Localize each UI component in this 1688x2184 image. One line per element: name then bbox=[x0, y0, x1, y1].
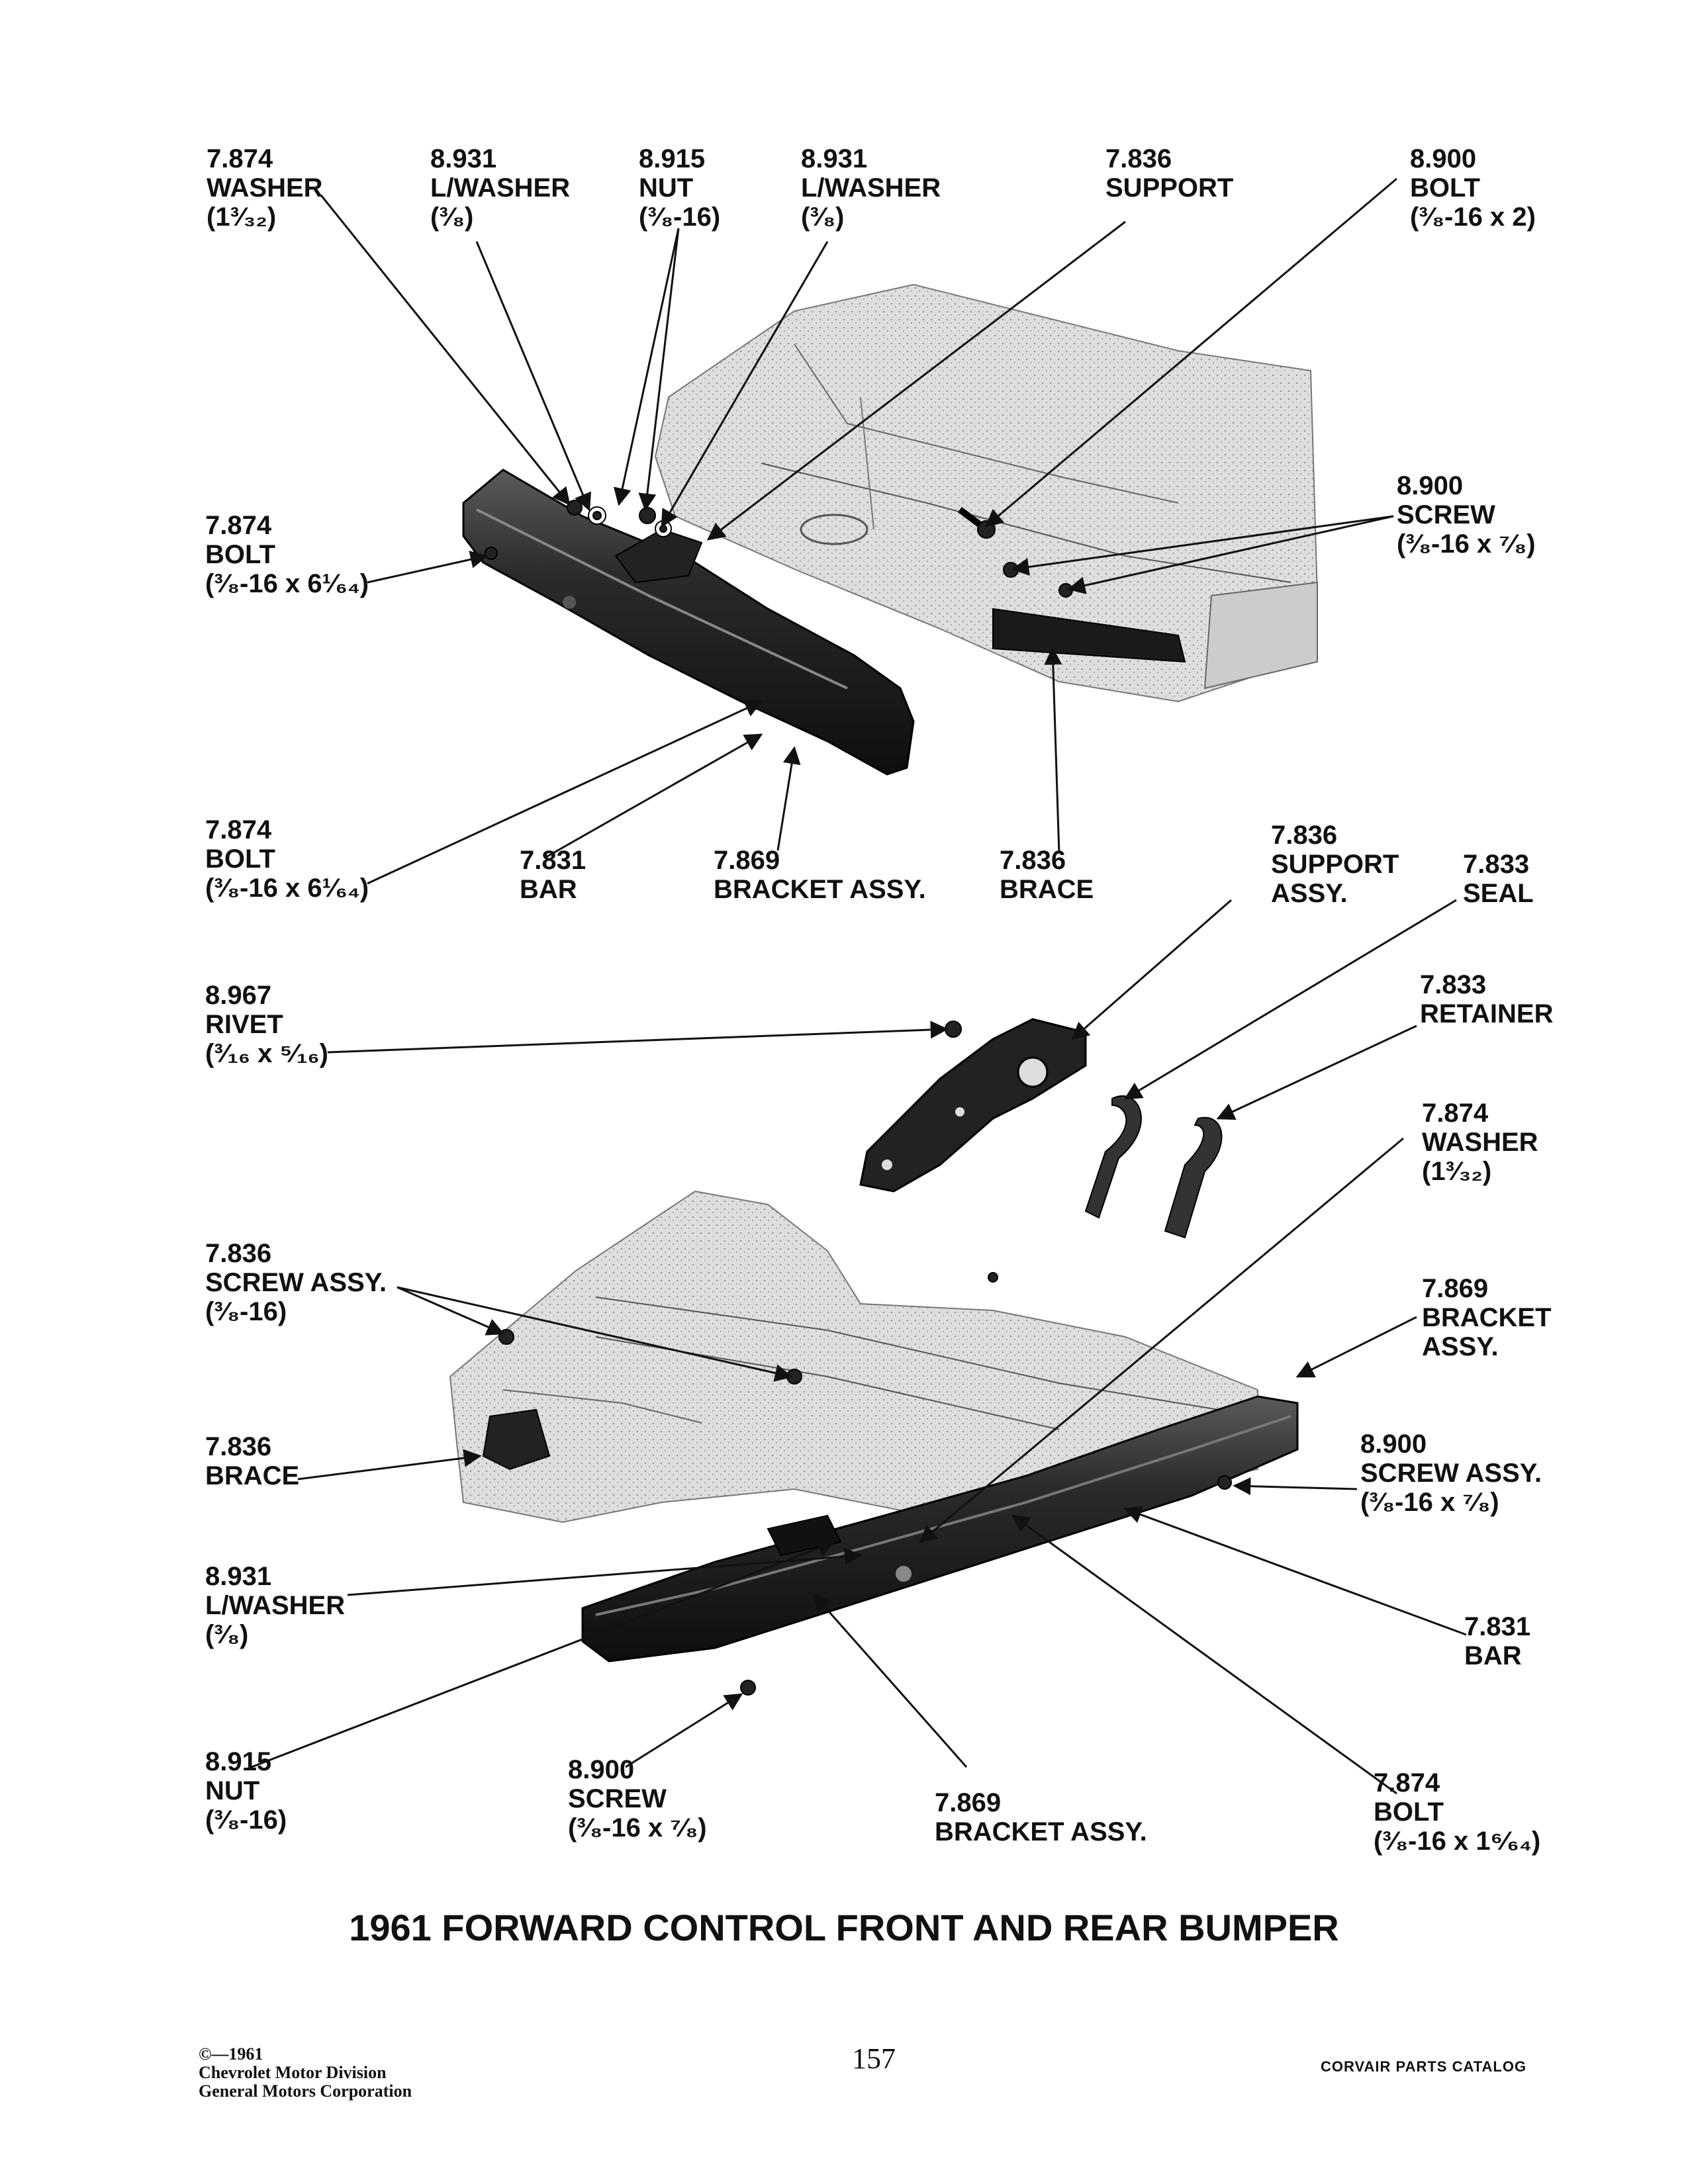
front-brace bbox=[992, 608, 1186, 663]
page-title: 1961 FORWARD CONTROL FRONT AND REAR BUMP… bbox=[349, 1907, 1339, 1948]
copyright-year: ©—1961 bbox=[199, 2044, 263, 2064]
company-division: Chevrolet Motor Division bbox=[199, 2063, 387, 2082]
front-support bbox=[614, 528, 703, 584]
company-corporation: General Motors Corporation bbox=[199, 2081, 412, 2101]
catalog-name: CORVAIR PARTS CATALOG bbox=[1321, 2058, 1527, 2075]
rear-brace bbox=[482, 1408, 551, 1471]
leader-lines bbox=[251, 177, 1467, 1795]
retainer-part bbox=[1164, 1116, 1223, 1239]
page-number: 157 bbox=[852, 2042, 896, 2075]
support-assy-part bbox=[859, 1018, 1087, 1193]
seal-part bbox=[1084, 1095, 1142, 1219]
rear-body-panel bbox=[449, 1190, 1258, 1524]
copyright-block: ©—1961 Chevrolet Motor Division General … bbox=[199, 2045, 412, 2101]
front-bumper-bar bbox=[462, 469, 915, 776]
